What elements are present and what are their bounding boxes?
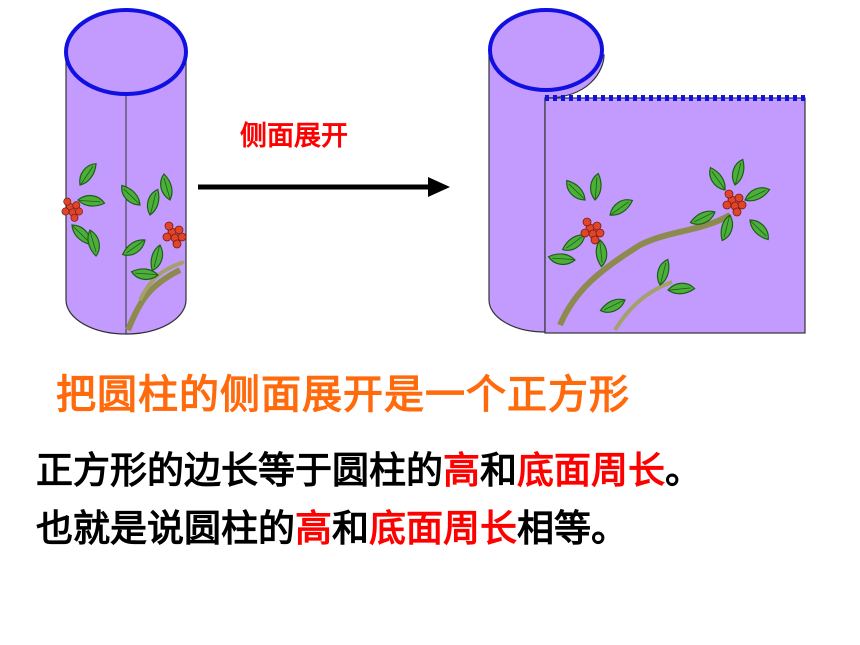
emphasis-base-circumference: 底面周长	[369, 507, 517, 550]
emphasis-height: 高	[295, 507, 332, 550]
text-segment: 也就是说圆柱的	[36, 507, 295, 550]
flower-branch-decoration	[546, 157, 772, 332]
closed-cylinder	[61, 8, 188, 335]
right-arrow-icon	[198, 177, 450, 197]
emphasis-height: 高	[443, 449, 480, 492]
text-segment: 。	[665, 449, 702, 492]
text-segment: 相等。	[517, 507, 628, 550]
text-segment: 和	[480, 449, 517, 492]
flower-branch-decoration	[61, 160, 187, 332]
text-segment: 和	[332, 507, 369, 550]
headline: 把圆柱的侧面展开是一个正方形	[56, 372, 630, 418]
explanation-line-2: 也就是说圆柱的高和底面周长相等。	[36, 498, 628, 552]
emphasis-base-circumference: 底面周长	[517, 449, 665, 492]
text-segment: 正方形的边长等于圆柱的	[36, 449, 443, 492]
unroll-caption: 侧面展开	[240, 121, 348, 152]
unrolled-cylinder	[488, 8, 808, 334]
explanation-line-1: 正方形的边长等于圆柱的高和底面周长。	[36, 440, 702, 494]
